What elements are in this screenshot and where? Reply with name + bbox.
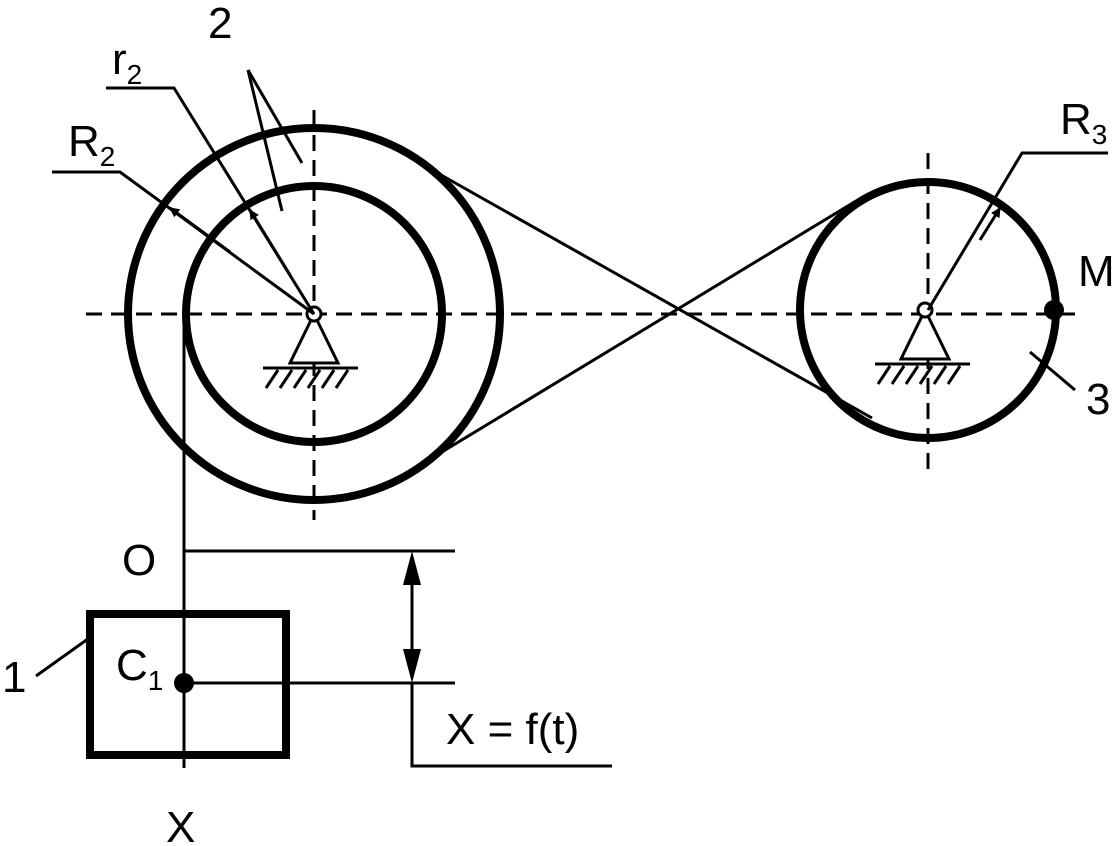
- label-R3-main: R: [1060, 95, 1092, 144]
- dimension-arrowhead-up: [403, 551, 421, 585]
- label-R2-main: R: [68, 117, 100, 166]
- label-R3: R3: [1060, 95, 1107, 150]
- leader-2-to-inner: [246, 69, 284, 212]
- pulley-2: [124, 124, 504, 504]
- point-M-dot: [1044, 300, 1064, 320]
- label-3: 3: [1086, 375, 1110, 424]
- R2-arrow-tip: [169, 206, 231, 254]
- pulley-2-inner-rim: [182, 182, 446, 446]
- ground-hatching: [264, 369, 350, 389]
- radius-arrows: [52, 86, 1108, 316]
- support-pulley-3: [875, 301, 970, 385]
- belt-segment-lower: [431, 199, 857, 460]
- label-R2-sub: 2: [100, 141, 116, 172]
- belt-segment-upper: [417, 160, 873, 420]
- label-O: O: [122, 536, 156, 585]
- label-2: 2: [208, 0, 232, 48]
- R2-radius-arrow: [52, 170, 315, 316]
- support-triangle: [898, 306, 952, 361]
- leader-1: [35, 634, 93, 678]
- label-r2-main: r: [112, 35, 127, 84]
- R3-arrow-tip: [978, 207, 1002, 241]
- displacement-dimension: [184, 549, 612, 768]
- label-M: M: [1078, 247, 1115, 296]
- label-r2-sub: 2: [127, 59, 143, 90]
- leader-lines: [35, 69, 1076, 678]
- r2-arrow-tip: [248, 209, 292, 276]
- label-C1-sub: 1: [148, 665, 164, 696]
- label-C1: C1: [116, 641, 163, 696]
- leader-2-to-outer: [246, 69, 304, 164]
- label-r2: r2: [112, 35, 142, 90]
- label-R2: R2: [68, 117, 115, 172]
- leader-3: [1029, 350, 1076, 392]
- R3-radius-arrow: [926, 151, 1108, 311]
- label-1: 1: [2, 653, 26, 702]
- support-triangle: [287, 310, 341, 365]
- label-motion-law: X = f(t): [446, 705, 579, 754]
- ground-hatching: [876, 365, 962, 385]
- label-C1-main: C: [116, 641, 148, 690]
- pulley-2-outer-rim: [124, 124, 504, 504]
- motion-law-leader: [410, 683, 612, 768]
- r2-radius-arrow: [106, 86, 316, 315]
- label-X-axis: X: [166, 803, 195, 846]
- dimension-arrowhead-down: [403, 649, 421, 683]
- label-R3-sub: 3: [1092, 119, 1108, 150]
- crossed-belt: [417, 160, 873, 460]
- support-pulley-2: [263, 305, 358, 389]
